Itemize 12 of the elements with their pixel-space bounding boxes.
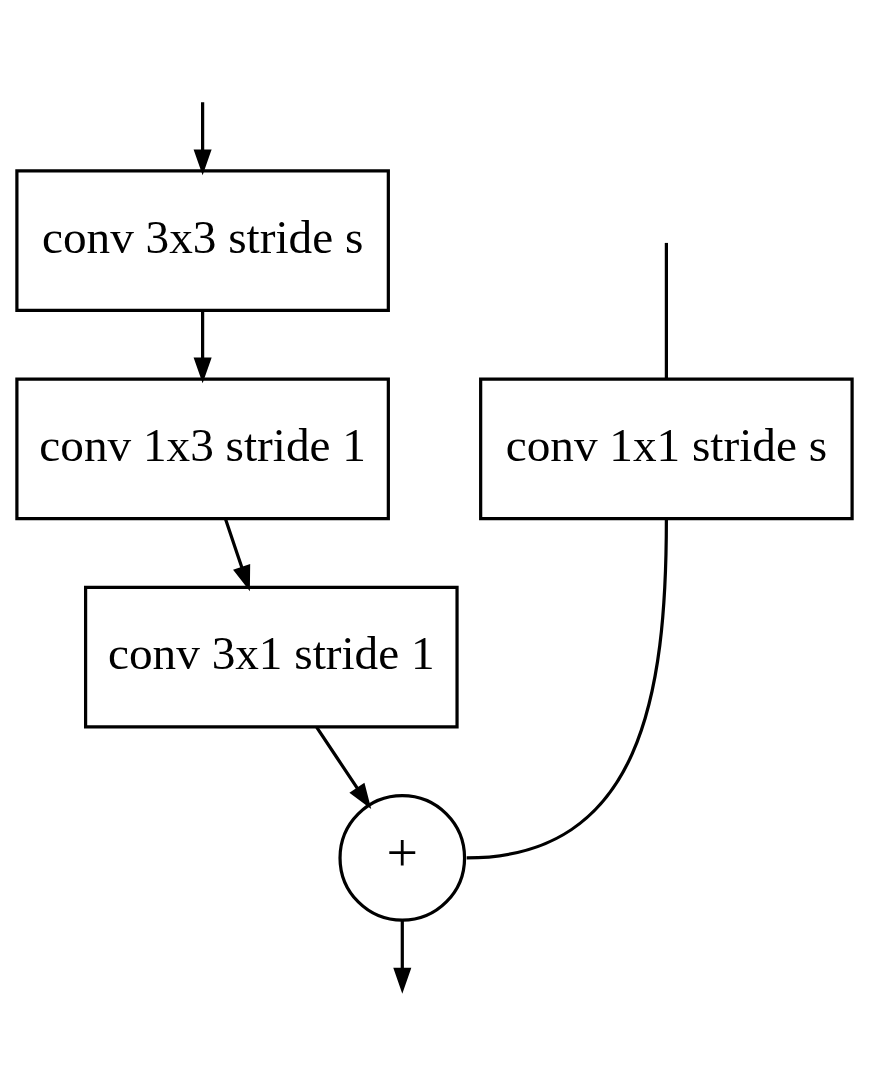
arrow (315, 726, 372, 809)
node-circle: + (338, 793, 467, 922)
arrow (393, 920, 412, 994)
connector (466, 518, 668, 859)
node-box: conv 1x1 stride s (479, 377, 854, 520)
arrow (193, 310, 212, 383)
node-box: conv 3x3 stride s (15, 168, 390, 312)
connector (664, 242, 668, 379)
node-box: conv 1x3 stride 1 (15, 377, 390, 520)
node-box: conv 3x1 stride 1 (84, 585, 459, 729)
arrow (224, 517, 251, 591)
arrow (193, 101, 212, 175)
